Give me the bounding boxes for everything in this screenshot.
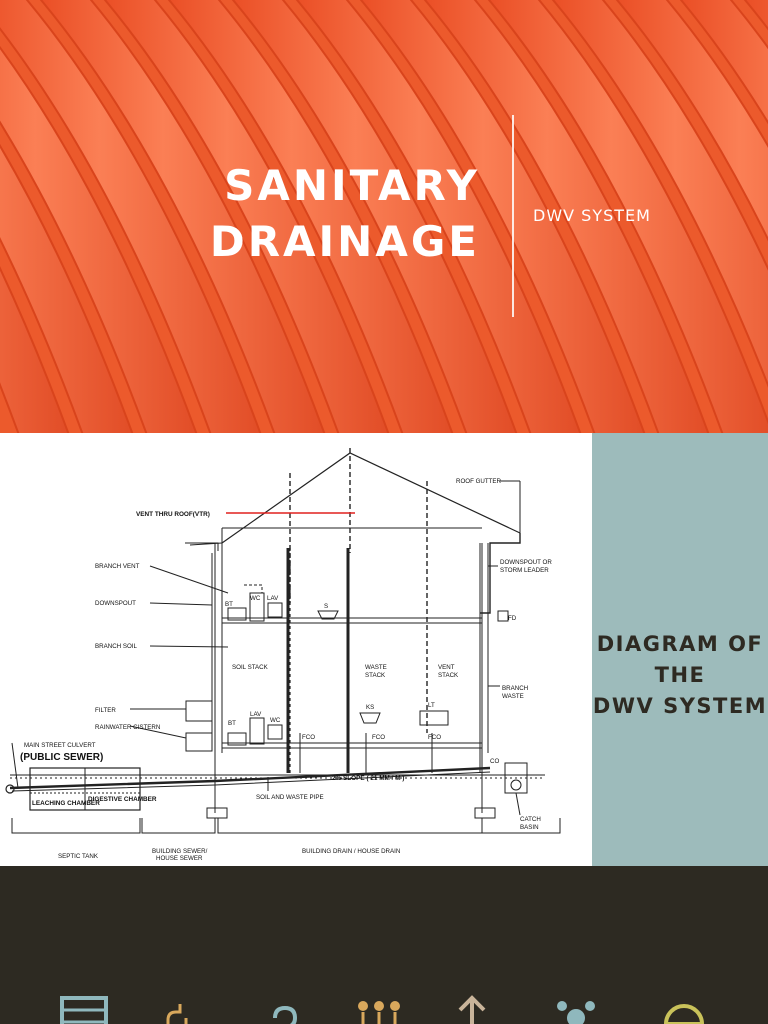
label-public-sewer: (PUBLIC SEWER)	[20, 752, 103, 763]
pipe-shape	[679, 0, 768, 125]
label-building-sewer-1: BUILDING SEWER/	[152, 848, 208, 855]
pipe-shape	[39, 0, 326, 433]
label-building-sewer-2: HOUSE SEWER	[156, 855, 203, 862]
decorative-icon-band	[0, 866, 768, 1024]
label-fco-2: FCO	[372, 734, 385, 741]
pipe-loop-icon	[273, 1005, 298, 1024]
label-lt: LT	[428, 702, 435, 709]
pipe-shape	[359, 0, 646, 433]
label-wc-top: WC	[250, 595, 261, 602]
diagram-title-line-2: DWV SYSTEM	[592, 694, 768, 718]
label-branch-vent: BRANCH VENT	[95, 563, 140, 570]
label-branch-waste-1: BRANCH	[502, 685, 528, 692]
orange-pipes-background	[0, 0, 768, 433]
pipe-shape	[0, 0, 262, 433]
dots-icon	[358, 1001, 400, 1024]
label-downspout-right-2: STORM LEADER	[500, 567, 549, 574]
label-waste-stack-1: WASTE	[365, 664, 387, 671]
diagram-title-panel: DIAGRAM OF THE DWV SYSTEM	[592, 433, 768, 866]
label-slope: 2% SLOPE ( 21 MM / M )	[332, 775, 404, 782]
label-lav-top: LAV	[267, 595, 279, 602]
label-catch-basin-2: BASIN	[520, 824, 539, 831]
pipe-shape	[0, 266, 70, 433]
label-roof-gutter: ROOF GUTTER	[456, 478, 502, 485]
diagram-title: DIAGRAM OF THE DWV SYSTEM	[592, 629, 768, 722]
label-vent-stack-2: STACK	[438, 672, 459, 679]
label-wc-bottom: WC	[270, 717, 281, 724]
label-waste-stack-2: STACK	[365, 672, 386, 679]
label-soil-waste-pipe: SOIL AND WASTE PIPE	[256, 794, 324, 801]
pipe-shape	[423, 0, 710, 433]
label-downspout-right-1: DOWNSPOUT OR	[500, 559, 552, 566]
pipe-shape	[103, 0, 390, 433]
label-ks: KS	[366, 704, 374, 711]
label-co: CO	[490, 758, 499, 765]
label-vent-stack-1: VENT	[438, 664, 455, 671]
label-vtr: VENT THRU ROOF(VTR)	[136, 511, 210, 518]
pipe-tap-icon	[166, 1004, 188, 1024]
label-septic-tank: SEPTIC TANK	[58, 853, 99, 860]
label-lav-bottom: LAV	[250, 711, 262, 718]
title-line-1: SANITARY	[224, 161, 480, 210]
label-downspout-left: DOWNSPOUT	[95, 600, 136, 607]
arrow-up-icon	[458, 995, 486, 1024]
label-fco-3: FCO	[428, 734, 441, 741]
label-s: S	[324, 603, 328, 610]
label-bt-bottom: BT	[228, 720, 236, 727]
pipe-shape	[0, 143, 134, 433]
dwv-system-diagram: VENT THRU ROOF(VTR) ROOF GUTTER BRANCH V…	[5, 448, 561, 862]
label-filter: FILTER	[95, 707, 116, 714]
title-line-2: DRAINAGE	[209, 217, 480, 266]
label-leaching-chamber: LEACHING CHAMBER	[32, 800, 100, 807]
label-rainwater-cistern: RAINWATER CISTERN	[95, 724, 160, 731]
pipe-shape	[167, 0, 454, 433]
label-branch-waste-2: WASTE	[502, 693, 524, 700]
label-branch-soil: BRANCH SOIL	[95, 643, 138, 650]
label-catch-basin-1: CATCH	[520, 816, 541, 823]
pipe-shape	[231, 0, 518, 433]
splash-icon	[557, 1001, 595, 1024]
slide-subtitle: DWV SYSTEM	[533, 206, 651, 225]
pipe-shape	[487, 0, 768, 433]
pipe-shape	[551, 0, 768, 388]
title-slide: SANITARY DRAINAGE DWV SYSTEM	[0, 0, 768, 433]
label-soil-stack: SOIL STACK	[232, 664, 269, 671]
label-fd: FD	[508, 615, 517, 622]
label-building-drain: BUILDING DRAIN / HOUSE DRAIN	[302, 848, 400, 855]
pipe-shape	[743, 0, 768, 31]
dwv-diagram-panel: VENT THRU ROOF(VTR) ROOF GUTTER BRANCH V…	[0, 433, 592, 866]
label-digestive-chamber: DIGESTIVE CHAMBER	[88, 796, 157, 803]
steering-wheel-icon	[664, 1004, 704, 1024]
abacus-icon	[60, 996, 108, 1024]
diagram-title-line-1: DIAGRAM OF THE	[596, 632, 764, 687]
title-divider	[512, 115, 514, 317]
slide-title: SANITARY DRAINAGE	[200, 158, 480, 270]
label-main-street-culvert: MAIN STREET CULVERT	[24, 742, 96, 749]
label-fco-1: FCO	[302, 734, 315, 741]
pipe-shape	[295, 0, 582, 433]
pipe-shape	[0, 45, 198, 433]
label-bt-top: BT	[225, 601, 233, 608]
pipe-shape	[615, 0, 768, 242]
